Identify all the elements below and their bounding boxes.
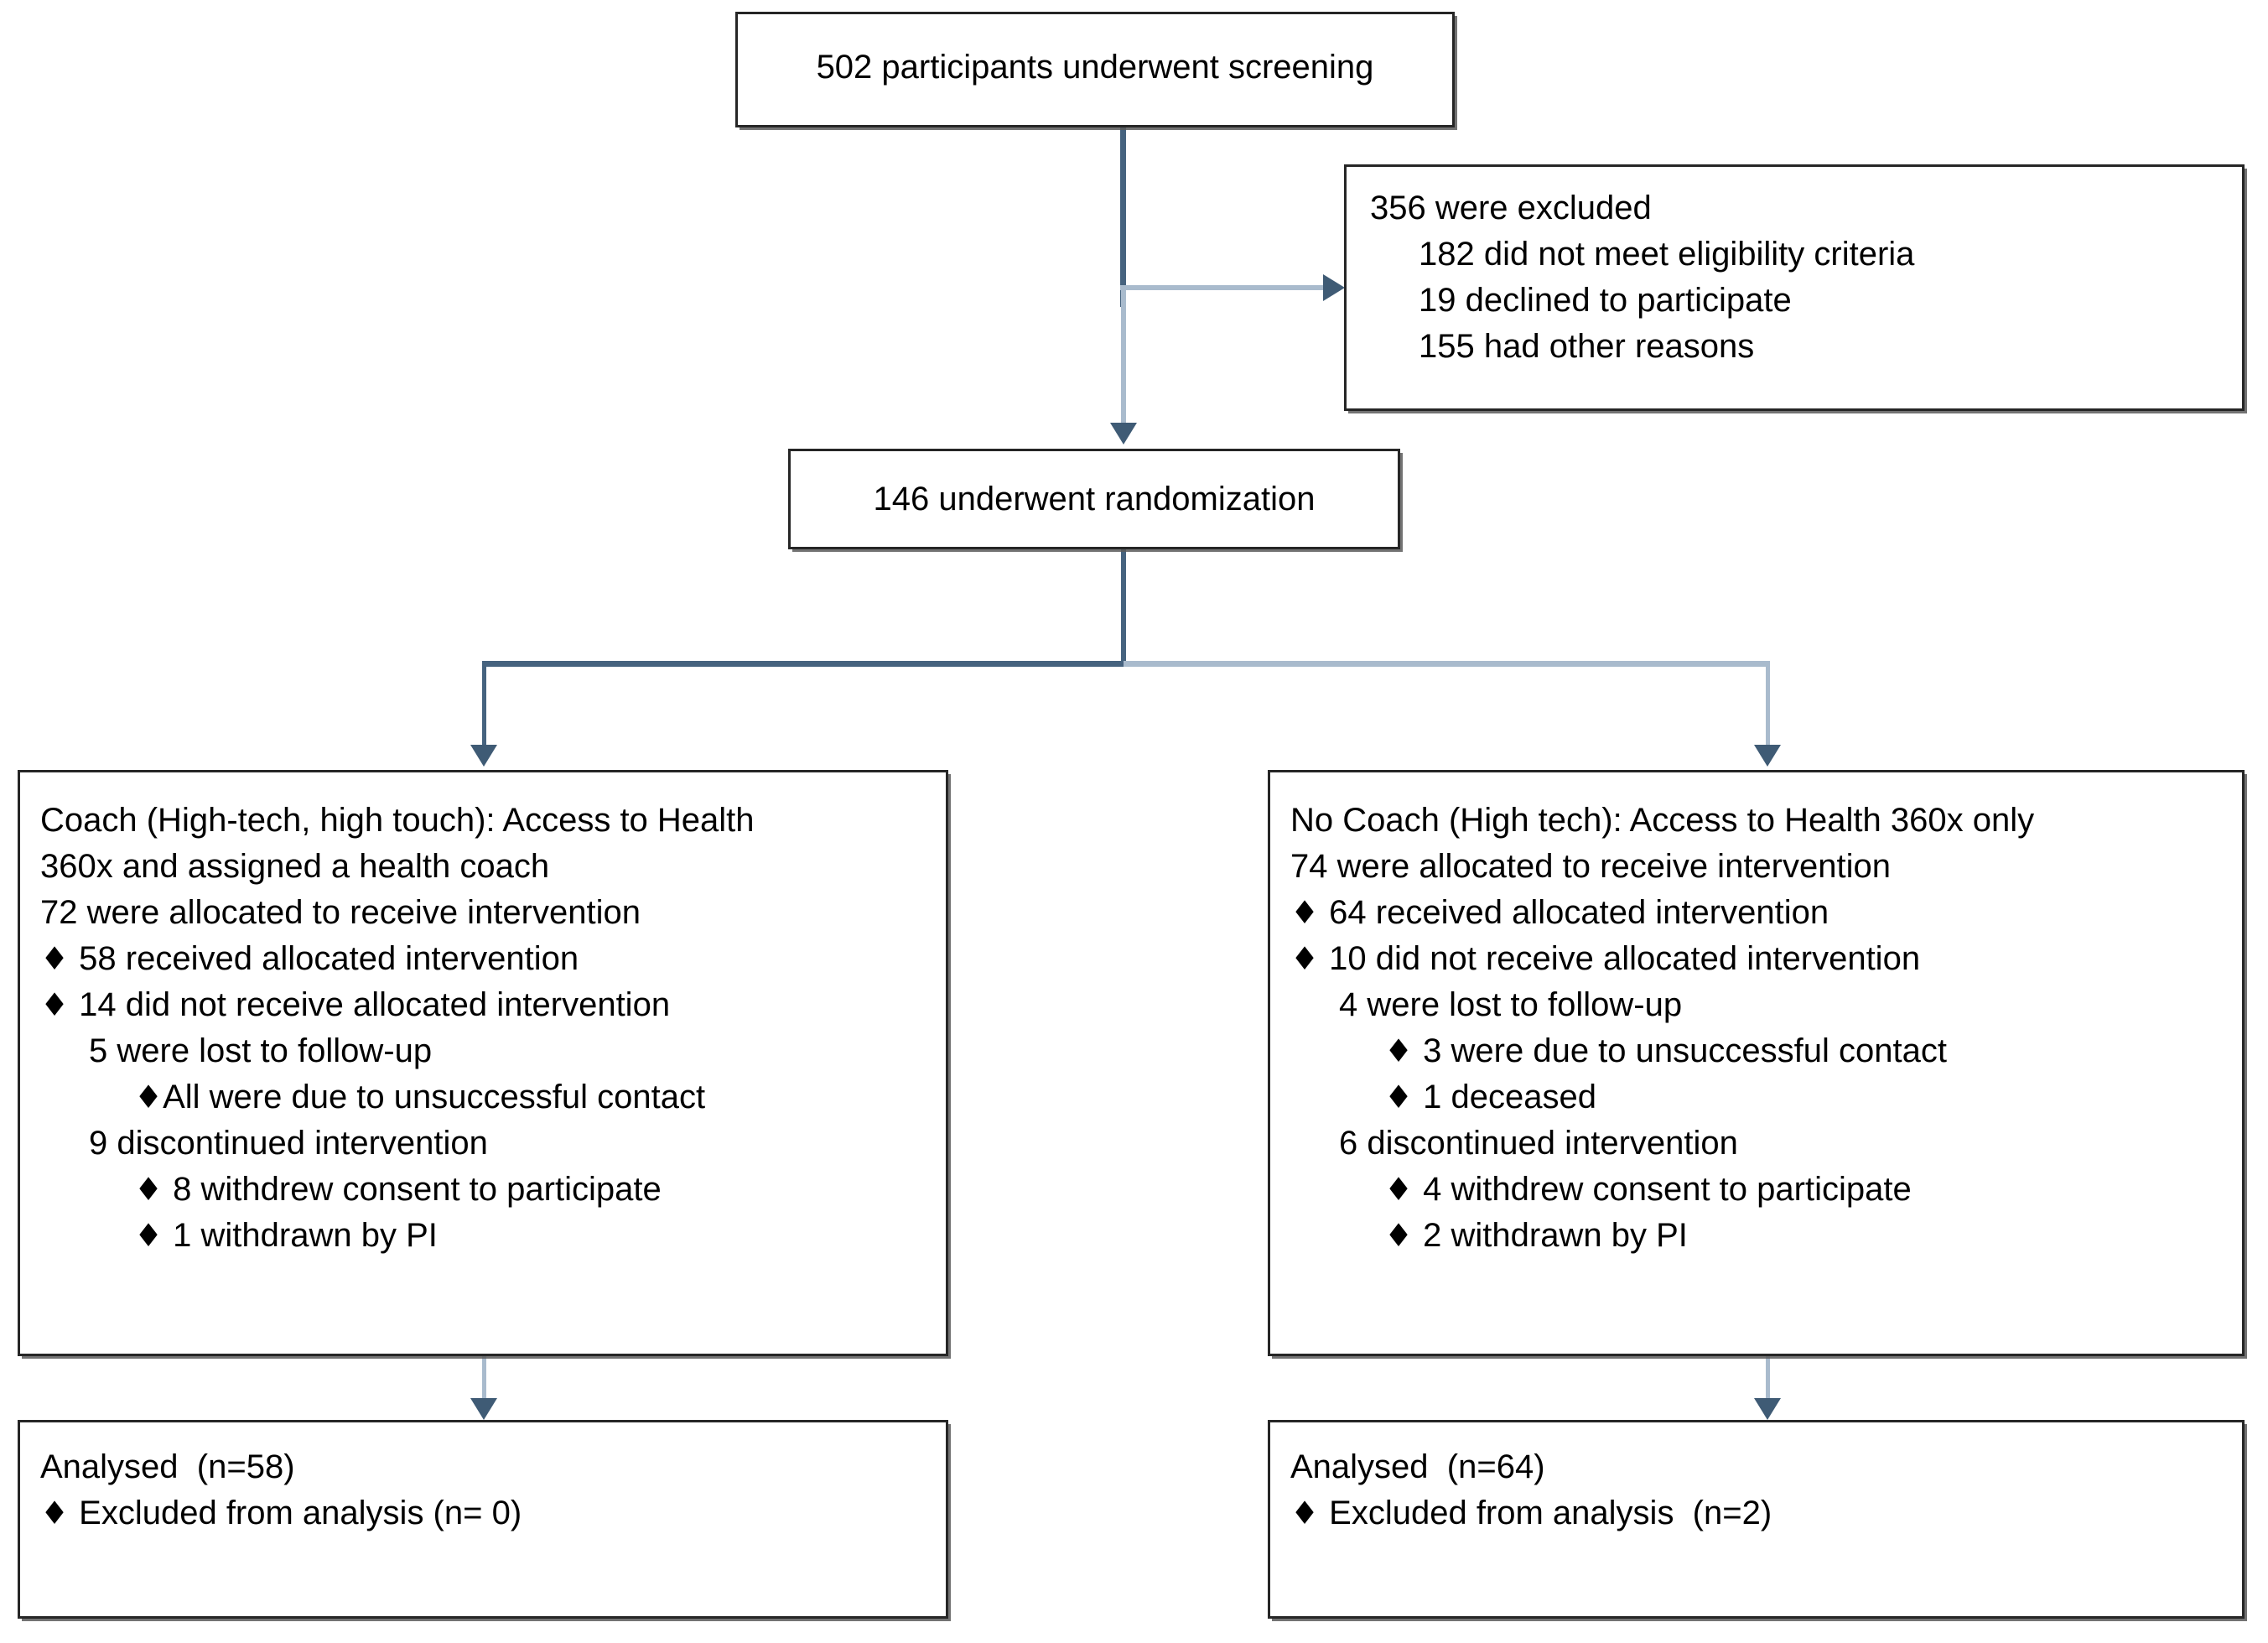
allocation-line: 9 discontinued intervention xyxy=(40,1120,936,1167)
connector-right-allocation-to-analysed xyxy=(1766,1356,1770,1398)
allocation-line: 5 were lost to follow-up xyxy=(40,1028,936,1074)
allocation-line: 360x and assigned a health coach xyxy=(40,844,936,890)
randomization-text: 146 underwent randomization xyxy=(873,481,1316,517)
arrowhead-left-arm xyxy=(470,745,497,767)
allocation-line-text: 4 were lost to follow-up xyxy=(1339,986,1683,1023)
allocation-line-text: 14 did not receive allocated interventio… xyxy=(79,986,671,1023)
excluded-reason: 155 had other reasons xyxy=(1419,328,1755,365)
diamond-bullet-icon: ♦ xyxy=(1384,1171,1424,1208)
allocation-line: ♦ 64 received allocated intervention xyxy=(1290,890,2232,936)
allocation-lines-no-coach: No Coach (High tech): Access to Health 3… xyxy=(1290,798,2232,1259)
analysed-line: Analysed (n=64) xyxy=(1290,1444,2232,1490)
allocation-line: ♦All were due to unsuccessful contact xyxy=(40,1074,936,1120)
excluded-heading: 356 were excluded xyxy=(1370,190,1652,226)
allocation-line-text: 2 withdrawn by PI xyxy=(1423,1217,1688,1254)
analysed-line: ♦ Excluded from analysis (n=2) xyxy=(1290,1490,2232,1536)
allocation-line-text: 9 discontinued intervention xyxy=(89,1125,488,1162)
connector-branch-left-down xyxy=(482,661,486,745)
analysed-box-coach: Analysed (n=58) ♦ Excluded from analysis … xyxy=(18,1420,948,1619)
analysed-line-text: Excluded from analysis (n= 0) xyxy=(79,1495,522,1531)
screening-text: 502 participants underwent screening xyxy=(816,49,1374,86)
allocation-line-text: Coach (High-tech, high touch): Access to… xyxy=(40,802,755,839)
connector-trunk-to-randomization xyxy=(1121,290,1126,423)
allocation-line: 4 were lost to follow-up xyxy=(1290,982,2232,1028)
diamond-bullet-icon: ♦ xyxy=(1384,1032,1424,1069)
allocation-line-text: 5 were lost to follow-up xyxy=(89,1032,433,1069)
allocation-line: ♦ 14 did not receive allocated intervent… xyxy=(40,982,936,1028)
allocation-box-no-coach: No Coach (High tech): Access to Health 3… xyxy=(1268,770,2245,1356)
allocation-line: 6 discontinued intervention xyxy=(1290,1120,2232,1167)
connector-left-allocation-to-analysed xyxy=(482,1356,486,1398)
allocation-lines-coach: Coach (High-tech, high touch): Access to… xyxy=(40,798,936,1259)
allocation-line: 72 were allocated to receive interventio… xyxy=(40,890,936,936)
analysed-lines-coach: Analysed (n=58) ♦ Excluded from analysis … xyxy=(40,1444,936,1536)
arrowhead-to-excluded xyxy=(1323,274,1345,301)
randomization-box: 146 underwent randomization xyxy=(788,449,1400,549)
arrowhead-to-randomization xyxy=(1110,423,1137,445)
allocation-line-text: All were due to unsuccessful contact xyxy=(163,1079,706,1115)
connector-branch-right-down xyxy=(1766,661,1770,745)
excluded-box: 356 were excluded 182 did not meet eligi… xyxy=(1344,164,2245,411)
allocation-line: ♦ 1 withdrawn by PI xyxy=(40,1213,936,1259)
excluded-reason: 19 declined to participate xyxy=(1419,282,1792,319)
allocation-line-text: 1 deceased xyxy=(1423,1079,1596,1115)
allocation-line-text: 10 did not receive allocated interventio… xyxy=(1329,940,1921,977)
allocation-line-text: 1 withdrawn by PI xyxy=(173,1217,438,1254)
allocation-line-text: 3 were due to unsuccessful contact xyxy=(1423,1032,1947,1069)
allocation-line: No Coach (High tech): Access to Health 3… xyxy=(1290,798,2232,844)
allocation-box-coach: Coach (High-tech, high touch): Access to… xyxy=(18,770,948,1356)
diamond-bullet-icon: ♦ xyxy=(134,1079,163,1115)
analysed-box-no-coach: Analysed (n=64) ♦ Excluded from analysis … xyxy=(1268,1420,2245,1619)
analysed-line: Analysed (n=58) xyxy=(40,1444,936,1490)
allocation-line: ♦ 2 withdrawn by PI xyxy=(1290,1213,2232,1259)
allocation-line-text: 72 were allocated to receive interventio… xyxy=(40,894,641,931)
arrowhead-right-analysed xyxy=(1754,1398,1781,1420)
allocation-line: ♦ 58 received allocated intervention xyxy=(40,936,936,982)
allocation-line: ♦ 10 did not receive allocated intervent… xyxy=(1290,936,2232,982)
allocation-line-text: 6 discontinued intervention xyxy=(1339,1125,1738,1162)
allocation-line: ♦ 3 were due to unsuccessful contact xyxy=(1290,1028,2232,1074)
analysed-line-text: Analysed (n=64) xyxy=(1290,1448,1545,1485)
diamond-bullet-icon: ♦ xyxy=(1290,894,1330,931)
allocation-line-text: 64 received allocated intervention xyxy=(1329,894,1829,931)
connector-screening-trunk-upper xyxy=(1120,127,1126,307)
allocation-line-text: 4 withdrew consent to participate xyxy=(1423,1171,1912,1208)
analysed-line-text: Excluded from analysis (n=2) xyxy=(1329,1495,1772,1531)
connector-to-excluded xyxy=(1120,285,1323,290)
allocation-line-text: 74 were allocated to receive interventio… xyxy=(1290,848,1891,885)
diamond-bullet-icon: ♦ xyxy=(40,1495,80,1531)
allocation-line: ♦ 8 withdrew consent to participate xyxy=(40,1167,936,1213)
arrowhead-right-arm xyxy=(1754,745,1781,767)
screening-box: 502 participants underwent screening xyxy=(735,12,1455,127)
diamond-bullet-icon: ♦ xyxy=(1290,1495,1330,1531)
diamond-bullet-icon: ♦ xyxy=(1384,1217,1424,1254)
connector-randomization-down xyxy=(1121,549,1126,664)
diamond-bullet-icon: ♦ xyxy=(134,1217,174,1254)
allocation-line-text: No Coach (High tech): Access to Health 3… xyxy=(1290,802,2035,839)
allocation-line: ♦ 4 withdrew consent to participate xyxy=(1290,1167,2232,1213)
diamond-bullet-icon: ♦ xyxy=(40,986,80,1023)
arrowhead-left-analysed xyxy=(470,1398,497,1420)
allocation-line-text: 8 withdrew consent to participate xyxy=(173,1171,662,1208)
excluded-reason: 182 did not meet eligibility criteria xyxy=(1419,236,1915,273)
diamond-bullet-icon: ♦ xyxy=(134,1171,174,1208)
allocation-line-text: 360x and assigned a health coach xyxy=(40,848,550,885)
analysed-line-text: Analysed (n=58) xyxy=(40,1448,295,1485)
allocation-line-text: 58 received allocated intervention xyxy=(79,940,579,977)
allocation-line: 74 were allocated to receive interventio… xyxy=(1290,844,2232,890)
diamond-bullet-icon: ♦ xyxy=(1290,940,1330,977)
connector-split-right xyxy=(1124,661,1769,667)
allocation-line: ♦ 1 deceased xyxy=(1290,1074,2232,1120)
analysed-lines-no-coach: Analysed (n=64) ♦ Excluded from analysis … xyxy=(1290,1444,2232,1536)
diamond-bullet-icon: ♦ xyxy=(40,940,80,977)
allocation-line: Coach (High-tech, high touch): Access to… xyxy=(40,798,936,844)
diamond-bullet-icon: ♦ xyxy=(1384,1079,1424,1115)
connector-split-left xyxy=(482,661,1124,667)
analysed-line: ♦ Excluded from analysis (n= 0) xyxy=(40,1490,936,1536)
